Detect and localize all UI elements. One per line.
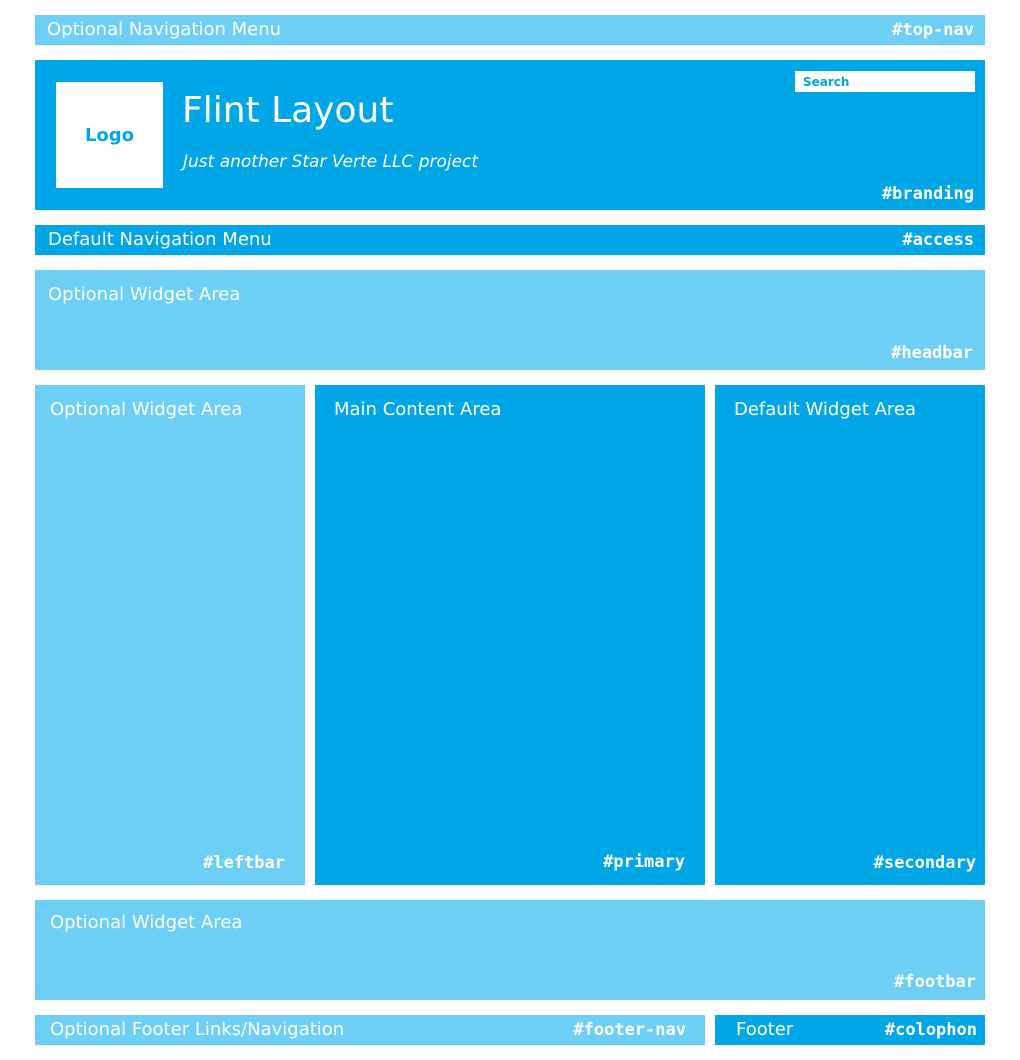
footbar-region: Optional Widget Area #footbar [35, 900, 985, 1000]
branding-id: #branding [881, 184, 974, 204]
footer-nav-id: #footer-nav [573, 1020, 686, 1040]
colophon-id: #colophon [884, 1020, 977, 1040]
access-id: #access [902, 230, 974, 250]
site-title[interactable]: Flint Layout [182, 90, 394, 131]
leftbar-id: #leftbar [203, 853, 285, 873]
headbar-id: #headbar [891, 343, 973, 363]
primary-label: Main Content Area [334, 399, 502, 420]
footer-nav-region: Optional Footer Links/Navigation #footer… [35, 1015, 705, 1045]
access-label: Default Navigation Menu [48, 229, 272, 250]
site-tagline: Just another Star Verte LLC project [183, 152, 479, 172]
leftbar-region: Optional Widget Area #leftbar [35, 385, 305, 885]
secondary-id: #secondary [873, 853, 976, 873]
leftbar-label: Optional Widget Area [50, 399, 243, 420]
primary-region: Main Content Area #primary [315, 385, 705, 885]
access-region: Default Navigation Menu #access [35, 225, 985, 255]
footbar-label: Optional Widget Area [50, 912, 243, 933]
headbar-region: Optional Widget Area #headbar [35, 270, 985, 370]
colophon-label: Footer [736, 1019, 794, 1040]
top-nav-region: Optional Navigation Menu #top-nav [35, 15, 985, 45]
primary-id: #primary [603, 852, 685, 872]
top-nav-id: #top-nav [892, 20, 974, 40]
branding-region: Logo Flint Layout Just another Star Vert… [35, 60, 985, 210]
secondary-label: Default Widget Area [734, 399, 917, 420]
headbar-label: Optional Widget Area [48, 284, 241, 305]
footbar-id: #footbar [894, 972, 976, 992]
secondary-region: Default Widget Area #secondary [715, 385, 985, 885]
footer-nav-label: Optional Footer Links/Navigation [50, 1019, 345, 1040]
colophon-region: Footer #colophon [715, 1015, 985, 1045]
top-nav-label: Optional Navigation Menu [47, 19, 282, 40]
search-input[interactable] [795, 71, 975, 92]
logo[interactable]: Logo [56, 82, 163, 188]
